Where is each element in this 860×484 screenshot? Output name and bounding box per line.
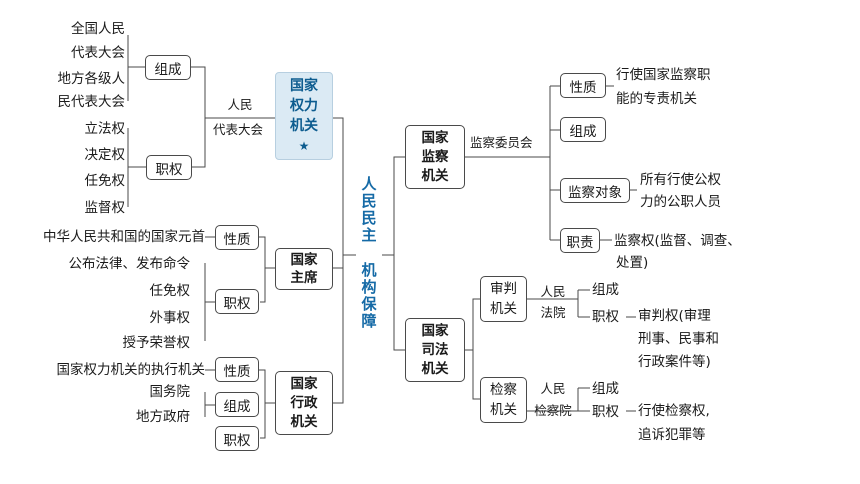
executive-nature-value: 国家权力机关的执行机关 [56,362,206,378]
npc-connector-label: 代表大会 [212,122,263,137]
court-composition-label: 组成 [592,282,619,298]
star-icon: ★ [298,139,310,153]
npc-composition-box: 组成 [145,55,191,80]
npc-powers-box: 职权 [146,155,192,180]
supervisory-nature-value: 行使国家监察职 [616,67,711,83]
supervisory-connector-label: 监察委员会 [470,135,533,150]
executive-node: 国家 行政 机关 [275,371,333,435]
npc-power-item: 立法权 [84,121,126,137]
npc-composition-item: 代表大会 [71,45,125,61]
president-power-item: 公布法律、发布命令 [68,256,191,272]
president-nature-box: 性质 [215,225,259,250]
executive-composition-box: 组成 [215,392,259,417]
procuratorate-connector-label: 人民 [540,381,566,396]
court-powers-value: 行政案件等) [638,354,711,370]
supervisory-nature-value: 能的专责机关 [616,91,697,107]
procuratorate-connector-label: 检察院 [534,403,572,418]
center-title-guarantee: 机 构 保 障 [361,261,377,330]
supervisory-targets-box: 监察对象 [560,178,630,203]
president-nature-value: 中华人民共和国的国家元首 [43,229,205,245]
court-node: 审判 机关 [480,276,527,322]
president-power-item: 外事权 [149,310,191,326]
executive-composition-item: 地方政府 [136,409,190,425]
supervisory-node: 国家 监察 机关 [405,125,465,189]
npc-composition-item: 民代表大会 [57,94,126,110]
president-power-item: 任免权 [149,283,191,299]
npc-connector-label: 人民 [227,97,253,112]
supervisory-targets-value: 力的公职人员 [640,194,721,210]
npc-power-item: 任免权 [84,173,126,189]
president-power-item: 授予荣誉权 [122,335,191,351]
court-powers-value: 刑事、民事和 [638,331,719,347]
procuratorate-node: 检察 机关 [480,377,527,423]
court-powers-label: 职权 [592,309,619,325]
supervisory-composition-box: 组成 [560,117,606,142]
procuratorate-powers-label: 职权 [592,404,619,420]
npc-power-item: 决定权 [84,147,126,163]
npc-node: 国家 权力 机关 ★ [275,72,333,160]
procuratorate-composition-label: 组成 [592,381,619,397]
executive-nature-box: 性质 [215,357,259,382]
center-title-democracy: 人 民 民 主 [361,175,377,244]
supervisory-duties-box: 职责 [560,228,600,253]
npc-composition-item: 地方各级人 [57,71,126,87]
court-powers-value: 审判权(审理 [638,308,711,324]
court-connector-label: 人民 [540,284,566,299]
supervisory-duties-value: 监察权(监督、调查、 [614,233,741,249]
procuratorate-powers-value: 行使检察权, [638,403,710,419]
court-connector-label: 法院 [540,305,566,320]
procuratorate-powers-value: 追诉犯罪等 [638,427,706,443]
supervisory-targets-value: 所有行使公权 [640,172,721,188]
npc-composition-item: 全国人民 [71,21,125,37]
supervisory-nature-box: 性质 [560,73,606,98]
npc-power-item: 监督权 [84,200,126,216]
executive-powers-box: 职权 [215,426,259,451]
supervisory-duties-value: 处置) [616,255,649,271]
executive-composition-item: 国务院 [149,384,191,400]
judicial-node: 国家 司法 机关 [405,318,465,382]
president-powers-box: 职权 [215,289,259,314]
president-node: 国家 主席 [275,248,333,290]
